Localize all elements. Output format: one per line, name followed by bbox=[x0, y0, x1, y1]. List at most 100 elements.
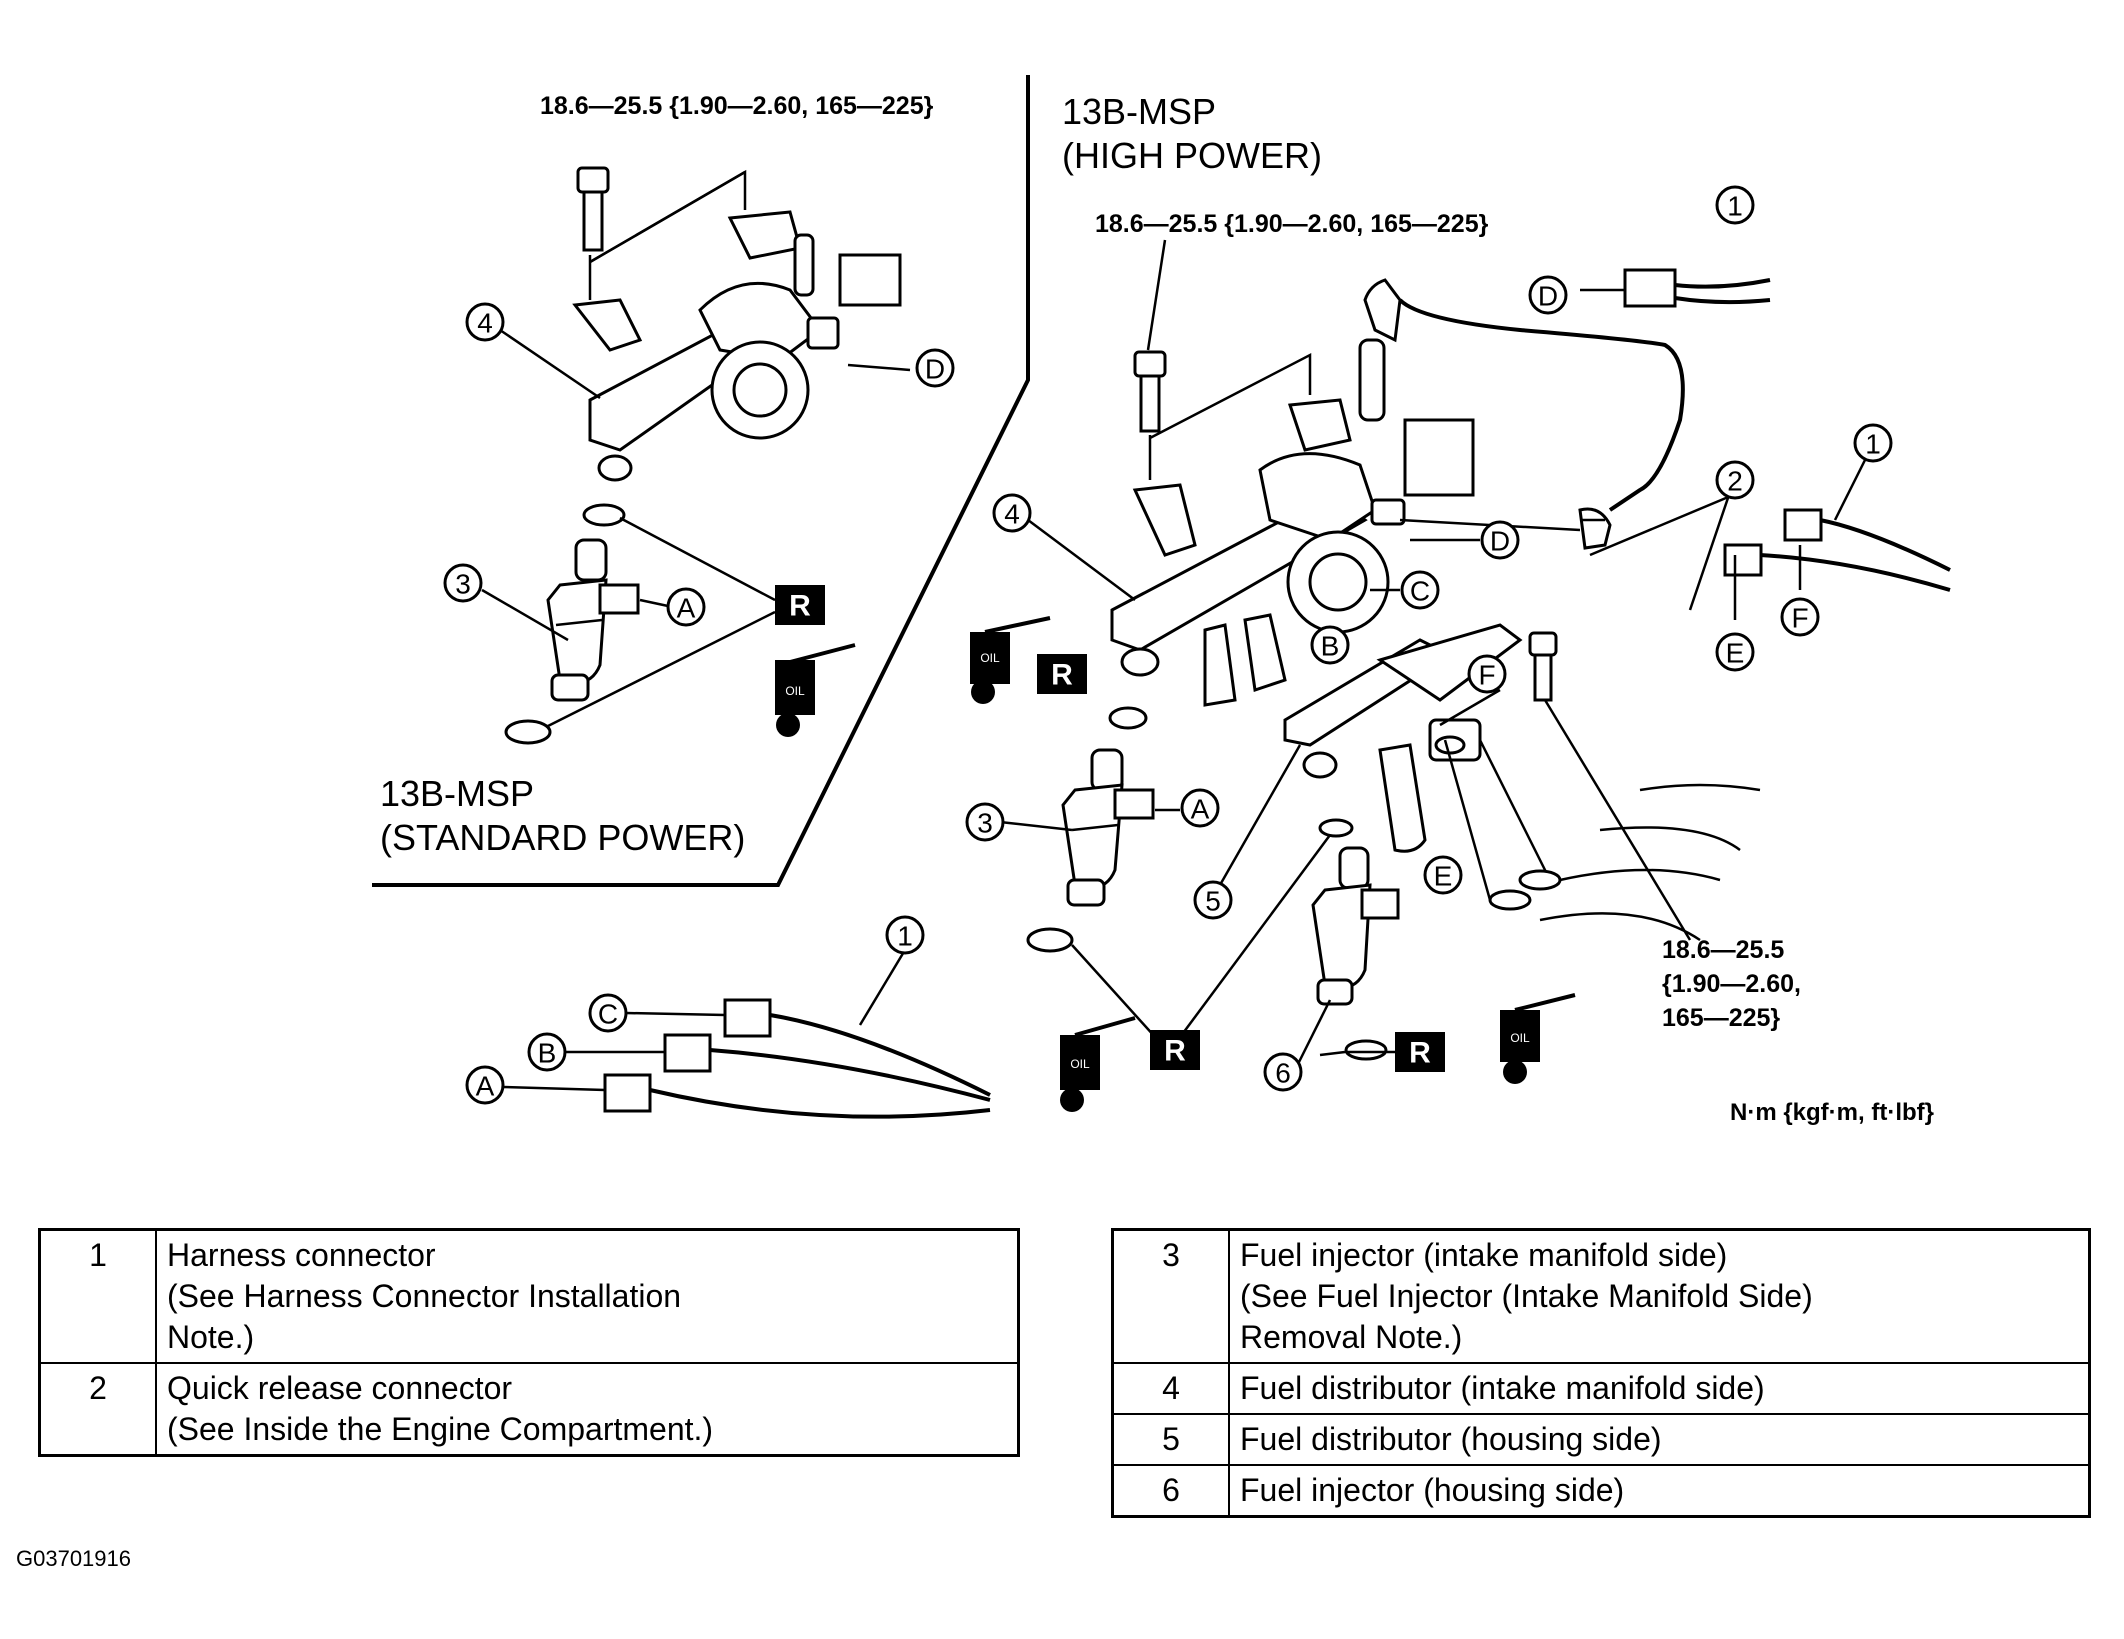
standard-power-title-line1: 13B-MSP bbox=[380, 773, 534, 814]
bolt-housing bbox=[1528, 631, 1558, 702]
svg-text:4: 4 bbox=[477, 308, 493, 339]
legend-line: Removal Note.) bbox=[1240, 1319, 1463, 1355]
legend-description: Harness connector (See Harness Connector… bbox=[155, 1228, 1020, 1364]
callout-1-top-right: 1 bbox=[1715, 185, 1755, 225]
harness-connector-upper-right bbox=[1623, 268, 1771, 308]
svg-text:A: A bbox=[677, 593, 696, 624]
fuel-injector-housing-side bbox=[1311, 846, 1400, 1006]
svg-text:F: F bbox=[1791, 603, 1808, 634]
svg-text:R: R bbox=[1164, 1035, 1186, 1068]
oil-can-icon-standard: OIL bbox=[775, 643, 856, 737]
svg-text:1: 1 bbox=[1727, 191, 1743, 222]
callout-6: 6 bbox=[1263, 1052, 1303, 1092]
exploded-parts-diagram: 18.6—25.5 {1.90—2.60, 165—225} 13B-MSP (… bbox=[372, 75, 1951, 1126]
svg-text:E: E bbox=[1434, 861, 1453, 892]
legend-line: Fuel injector (intake manifold side) bbox=[1240, 1237, 1728, 1273]
svg-text:OIL: OIL bbox=[1510, 1031, 1530, 1045]
legend-description: Fuel injector (intake manifold side) (Se… bbox=[1228, 1228, 2091, 1364]
svg-text:D: D bbox=[1538, 281, 1558, 312]
replace-symbol-high-1: R bbox=[1037, 654, 1087, 694]
svg-text:A: A bbox=[476, 1071, 495, 1102]
legend-table-right: 3 Fuel injector (intake manifold side) (… bbox=[1111, 1228, 2091, 1518]
fuel-injector-intake-high bbox=[1061, 748, 1155, 907]
legend-number: 3 bbox=[1111, 1228, 1230, 1364]
replace-symbol-high-3: R bbox=[1395, 1032, 1445, 1072]
svg-text:D: D bbox=[925, 354, 945, 385]
legend-number: 6 bbox=[1111, 1464, 1230, 1518]
svg-text:A: A bbox=[1191, 794, 1210, 825]
torque-spec-standard: 18.6—25.5 {1.90—2.60, 165—225} bbox=[540, 92, 934, 120]
o-ring-upper-high bbox=[1108, 706, 1148, 730]
svg-text:4: 4 bbox=[1004, 499, 1020, 530]
high-power-title-line2: (HIGH POWER) bbox=[1062, 135, 1322, 176]
legend-row: 5 Fuel distributor (housing side) bbox=[1111, 1413, 2091, 1466]
callout-D-top-right: D bbox=[1528, 275, 1568, 315]
svg-text:3: 3 bbox=[455, 569, 471, 600]
fuel-distributor-intake-standard bbox=[572, 210, 902, 482]
callout-D-high: D bbox=[1480, 520, 1520, 560]
callout-B-bottom: B bbox=[527, 1032, 567, 1072]
quick-release-hose bbox=[1358, 278, 1685, 550]
callout-1-right: 1 bbox=[1853, 423, 1893, 463]
legend-row: 1 Harness connector (See Harness Connect… bbox=[38, 1228, 1020, 1364]
legend-row: 2 Quick release connector (See Inside th… bbox=[38, 1362, 1020, 1457]
callout-A-high: A bbox=[1180, 788, 1220, 828]
callout-F-center: F bbox=[1467, 654, 1507, 694]
fuel-distributor-housing-side bbox=[1283, 623, 1523, 853]
callout-4-high: 4 bbox=[992, 493, 1032, 533]
standard-power-title-line2: (STANDARD POWER) bbox=[380, 817, 745, 858]
figure-code: G03701916 bbox=[16, 1546, 131, 1571]
legend-row: 3 Fuel injector (intake manifold side) (… bbox=[1111, 1228, 2091, 1364]
legend-line: (See Fuel Injector (Intake Manifold Side… bbox=[1240, 1278, 1813, 1314]
legend-row: 6 Fuel injector (housing side) bbox=[1111, 1464, 2091, 1518]
callout-5: 5 bbox=[1193, 880, 1233, 920]
callout-C-high: C bbox=[1400, 570, 1440, 610]
o-ring-housing-upper bbox=[1318, 818, 1354, 838]
svg-text:6: 6 bbox=[1275, 1058, 1291, 1089]
torque-spec-lower-line3: 165—225} bbox=[1662, 1004, 1780, 1032]
svg-text:OIL: OIL bbox=[785, 684, 805, 698]
callout-F-right: F bbox=[1780, 597, 1820, 637]
svg-text:3: 3 bbox=[977, 808, 993, 839]
svg-text:B: B bbox=[1321, 631, 1340, 662]
svg-text:OIL: OIL bbox=[980, 651, 1000, 665]
svg-text:B: B bbox=[538, 1038, 557, 1069]
legend-table-left: 1 Harness connector (See Harness Connect… bbox=[38, 1228, 1020, 1457]
legend-line: (See Inside the Engine Compartment.) bbox=[167, 1411, 714, 1447]
callout-D-standard: D bbox=[915, 348, 955, 388]
fuel-distributor-intake-high bbox=[1110, 398, 1475, 707]
o-ring-lower-high bbox=[1026, 927, 1074, 953]
svg-text:OIL: OIL bbox=[1070, 1057, 1090, 1071]
legend-number: 5 bbox=[1111, 1413, 1230, 1466]
replace-symbol-high-2: R bbox=[1150, 1030, 1200, 1070]
legend-description: Quick release connector (See Inside the … bbox=[155, 1362, 1020, 1457]
torque-unit-note: N·m {kgf·m, ft·lbf} bbox=[1730, 1099, 1934, 1126]
torque-spec-lower-line1: 18.6—25.5 bbox=[1662, 936, 1784, 964]
legend-row: 4 Fuel distributor (intake manifold side… bbox=[1111, 1362, 2091, 1415]
callout-2: 2 bbox=[1715, 460, 1755, 500]
callout-E-center: E bbox=[1423, 855, 1463, 895]
svg-text:5: 5 bbox=[1205, 886, 1221, 917]
callout-A-bottom: A bbox=[465, 1065, 505, 1105]
callout-3-standard: 3 bbox=[443, 563, 483, 603]
oil-can-icon-high-2: OIL bbox=[1060, 1016, 1136, 1112]
legend-line: Note.) bbox=[167, 1319, 255, 1355]
o-ring-housing-lower bbox=[1344, 1039, 1388, 1061]
legend-line: Quick release connector bbox=[167, 1370, 513, 1406]
high-power-panel: 13B-MSP (HIGH POWER) 18.6—25.5 {1.90—2.6… bbox=[465, 91, 1951, 1126]
legend-number: 4 bbox=[1111, 1362, 1230, 1415]
svg-text:F: F bbox=[1478, 660, 1495, 691]
torque-spec-lower-line2: {1.90—2.60, bbox=[1662, 970, 1801, 998]
callout-3-high: 3 bbox=[965, 802, 1005, 842]
svg-text:R: R bbox=[789, 590, 811, 623]
o-ring-upper-standard bbox=[582, 503, 626, 527]
replace-symbol-standard: R bbox=[775, 585, 825, 625]
callout-4-standard: 4 bbox=[465, 302, 505, 342]
legend-description: Fuel distributor (intake manifold side) bbox=[1228, 1362, 2091, 1415]
legend-description: Fuel injector (housing side) bbox=[1228, 1464, 2091, 1518]
svg-text:1: 1 bbox=[897, 921, 913, 952]
legend-line: (See Harness Connector Installation bbox=[167, 1278, 682, 1314]
panel-divider-line bbox=[372, 75, 1030, 887]
svg-text:D: D bbox=[1490, 526, 1510, 557]
legend-line: Harness connector bbox=[167, 1237, 436, 1273]
